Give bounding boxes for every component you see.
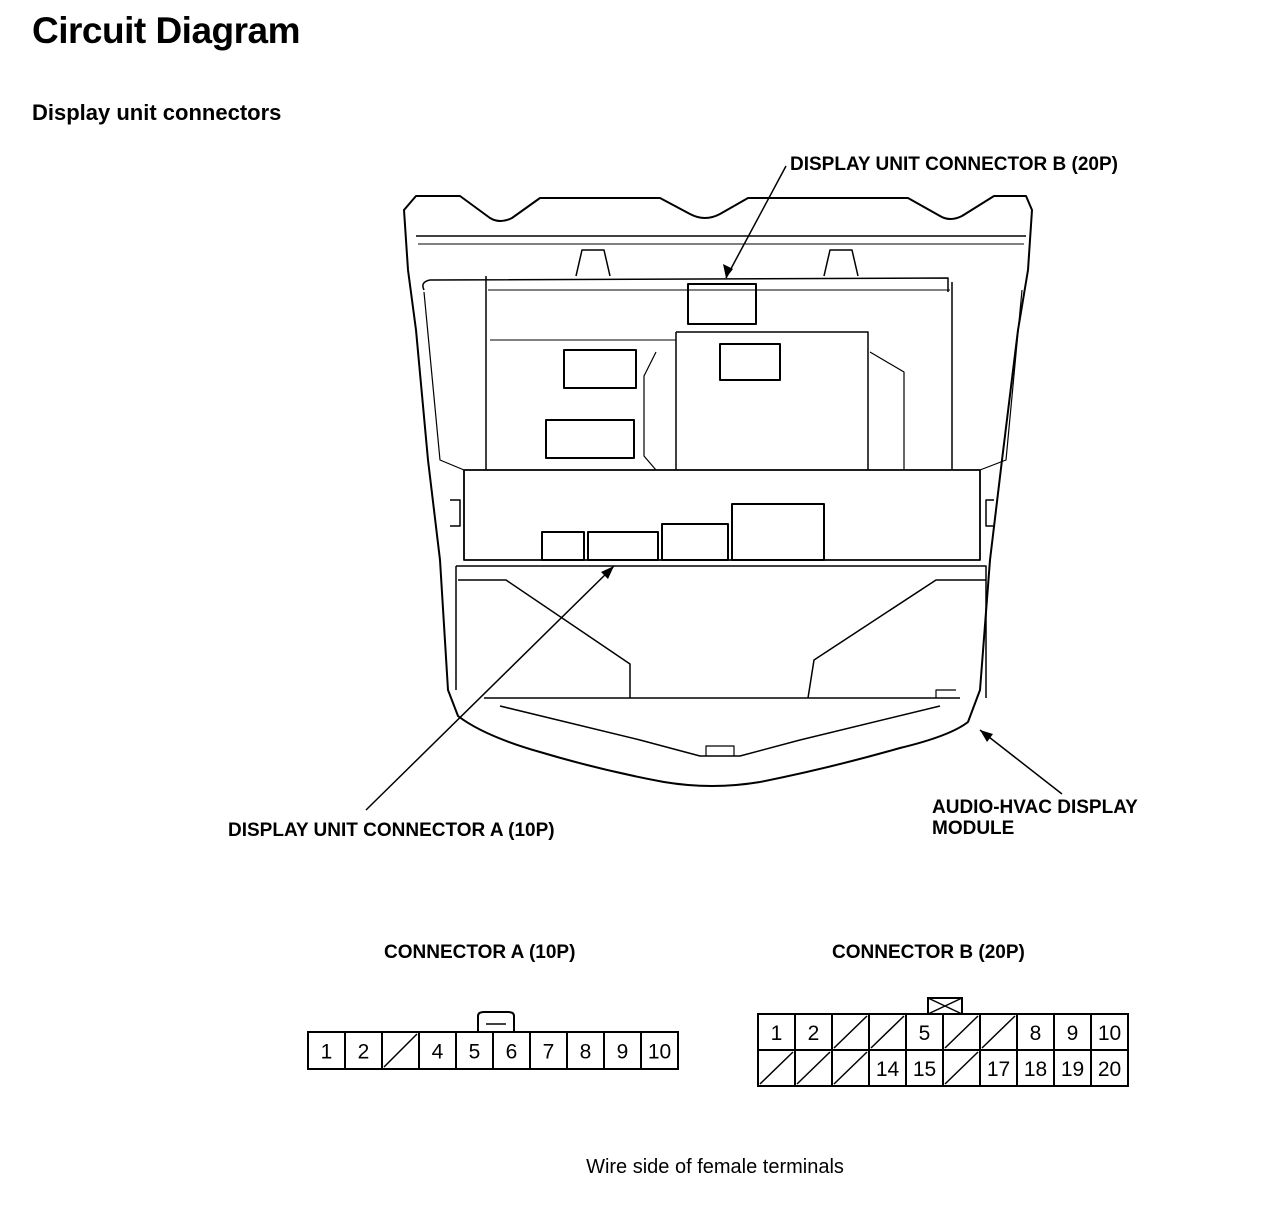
unused-terminal-slash: [944, 1015, 979, 1049]
terminal-number: 2: [358, 1041, 370, 1064]
terminal-number: 18: [1024, 1058, 1047, 1081]
connector-b-terminal: 15: [905, 1049, 944, 1087]
connector-b-terminal: 17: [979, 1049, 1018, 1087]
unused-terminal-slash: [759, 1051, 794, 1085]
section-subtitle: Display unit connectors: [32, 100, 282, 125]
connector-b-terminal: 9: [1053, 1013, 1092, 1051]
connector-b-title: CONNECTOR B (20P): [832, 942, 1025, 963]
connector-b-terminal: 19: [1053, 1049, 1092, 1087]
unused-terminal-slash: [981, 1015, 1016, 1049]
connector-b-terminal: [831, 1049, 870, 1087]
connector-b-terminal: 20: [1090, 1049, 1129, 1087]
terminal-number: 7: [543, 1041, 555, 1064]
terminal-number: 5: [919, 1022, 931, 1045]
terminal-number: 1: [771, 1022, 783, 1045]
callout-module: AUDIO-HVAC DISPLAY MODULE: [932, 797, 1138, 839]
connector-b-terminal: [794, 1049, 833, 1087]
connector-a-socket: [587, 531, 659, 561]
connector-b-terminal: 5: [905, 1013, 944, 1051]
module-outline: [403, 195, 1033, 787]
connector-b-terminal: 18: [1016, 1049, 1055, 1087]
terminal-number: 8: [1030, 1022, 1042, 1045]
terminal-number: 10: [648, 1041, 671, 1064]
terminal-number: 8: [580, 1041, 592, 1064]
connector-b-terminal: [831, 1013, 870, 1051]
connector-b-terminal: 10: [1090, 1013, 1129, 1051]
connector-b-terminal: [942, 1049, 981, 1087]
unused-terminal-slash: [944, 1051, 979, 1085]
unused-terminal-slash: [870, 1015, 905, 1049]
connector-b-terminal: [942, 1013, 981, 1051]
connector-b-terminal: [979, 1013, 1018, 1051]
connector-b-socket: [687, 283, 757, 325]
terminal-number: 9: [617, 1041, 629, 1064]
unused-terminal-slash: [383, 1033, 418, 1068]
terminal-number: 2: [808, 1022, 820, 1045]
terminal-number: 1: [321, 1041, 333, 1064]
page-title: Circuit Diagram: [32, 10, 301, 51]
unused-terminal-slash: [833, 1015, 868, 1049]
terminal-number: 6: [506, 1041, 518, 1064]
terminal-number: 10: [1098, 1022, 1121, 1045]
callout-module-line1: AUDIO-HVAC DISPLAY: [932, 797, 1138, 818]
caption: Wire side of female terminals: [586, 1156, 844, 1178]
terminal-number: 15: [913, 1058, 936, 1081]
connector-b-terminal: 8: [1016, 1013, 1055, 1051]
terminal-number: 14: [876, 1058, 900, 1081]
callout-module-line2: MODULE: [932, 818, 1015, 839]
connector-b-terminal: 1: [757, 1013, 796, 1051]
connector-b-terminal: 14: [868, 1049, 907, 1087]
terminal-number: 4: [432, 1041, 444, 1064]
connector-b-terminal: [868, 1013, 907, 1051]
callout-connector-b: DISPLAY UNIT CONNECTOR B (20P): [790, 154, 1118, 175]
terminal-number: 17: [987, 1058, 1010, 1081]
terminal-number: 9: [1067, 1022, 1079, 1045]
connector-b-terminal: [757, 1049, 796, 1087]
connector-b-terminal: 2: [794, 1013, 833, 1051]
callout-connector-a: DISPLAY UNIT CONNECTOR A (10P): [228, 820, 555, 841]
connector-a-lock-tab: [477, 1011, 515, 1032]
unused-terminal-slash: [796, 1051, 831, 1085]
unused-terminal-slash: [833, 1051, 868, 1085]
connector-a-terminal: 10: [640, 1031, 679, 1070]
terminal-number: 19: [1061, 1058, 1084, 1081]
terminal-number: 20: [1098, 1058, 1121, 1081]
connector-a-title: CONNECTOR A (10P): [384, 942, 576, 963]
terminal-number: 5: [469, 1041, 481, 1064]
